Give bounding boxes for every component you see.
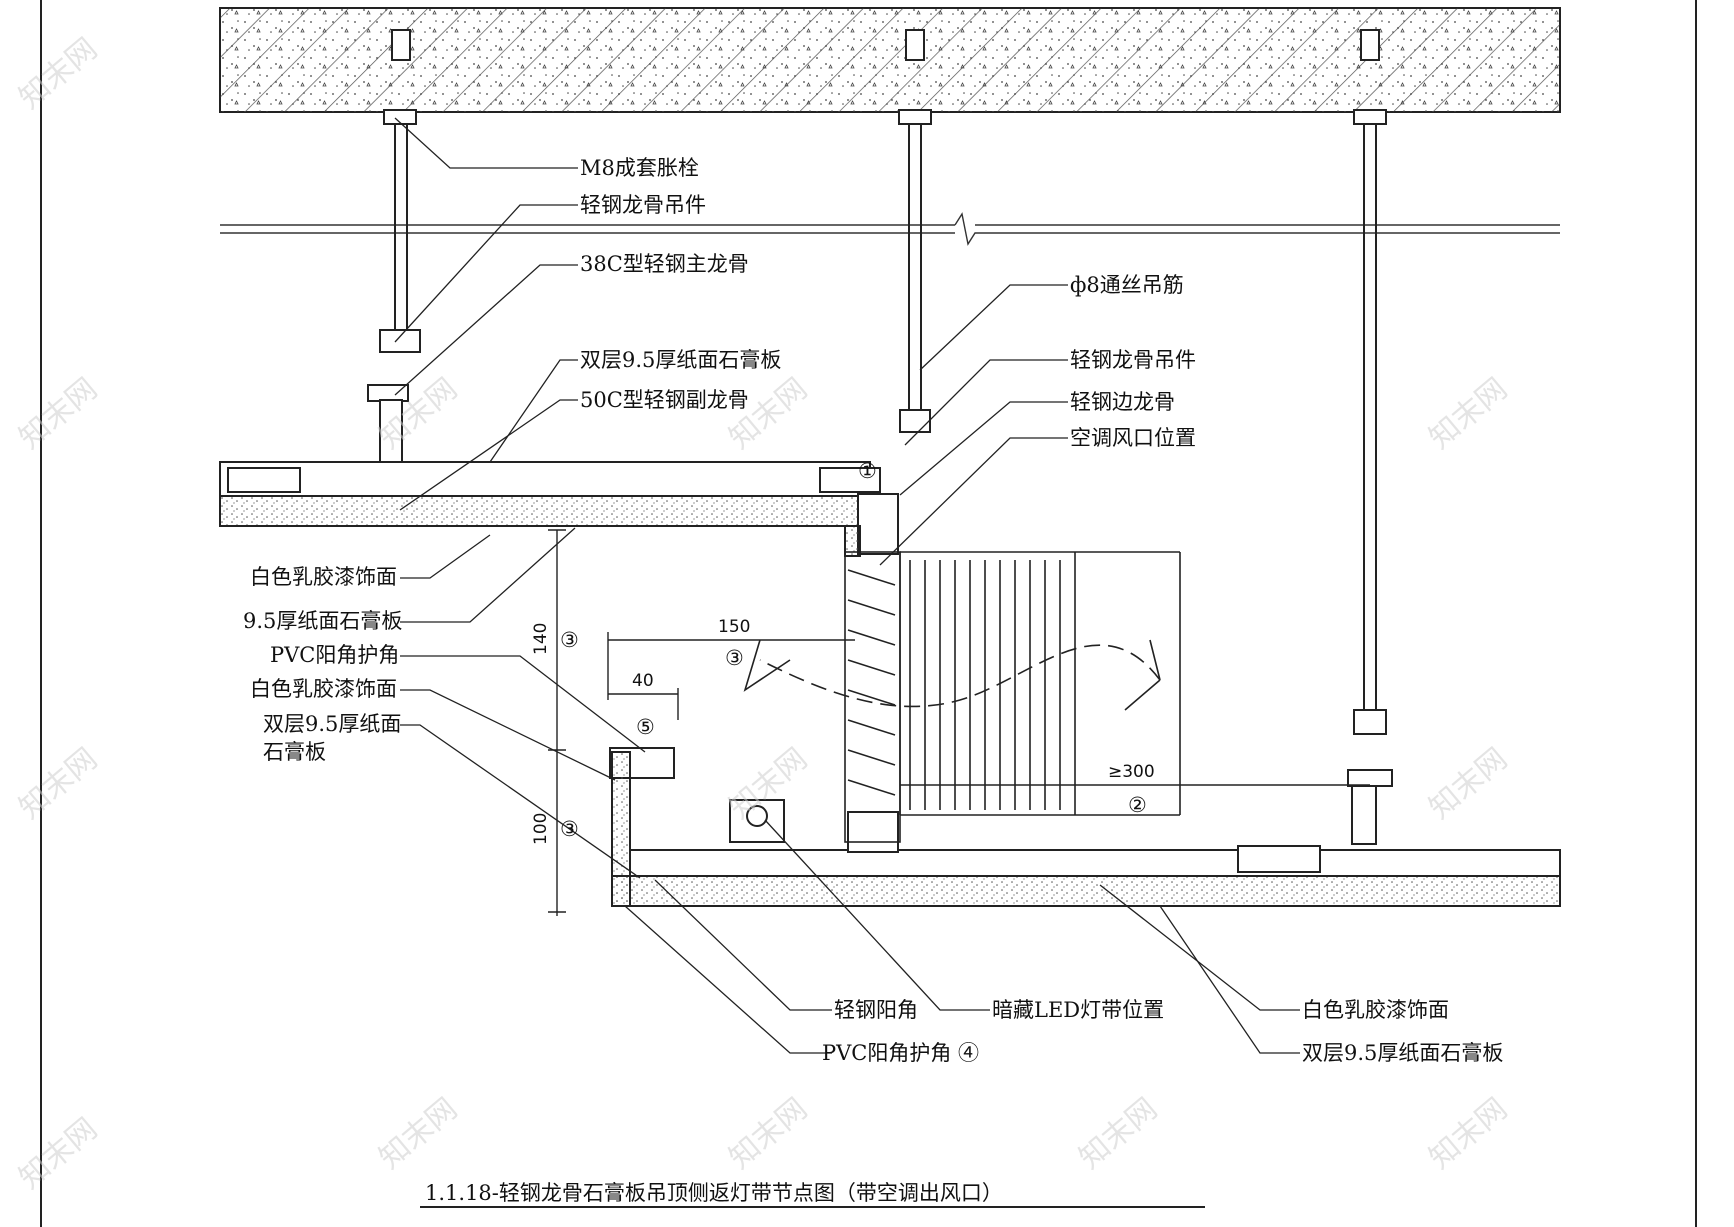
watermark: 知末网: [1073, 1091, 1164, 1176]
marker-2: ②: [1128, 793, 1147, 817]
label-steel-corner: 轻钢阳角: [834, 998, 918, 1022]
dim-100: 100: [531, 813, 551, 845]
label-double-board-l1: 双层9.5厚纸面: [263, 712, 401, 736]
watermark: 知末网: [1423, 371, 1514, 456]
label-expansion-bolt: M8成套胀栓: [580, 156, 699, 180]
label-pvc-corner-4: PVC阳角护角 ④: [822, 1041, 979, 1065]
watermark: 知末网: [13, 741, 104, 826]
watermark: 知末网: [373, 1091, 464, 1176]
label-led-position: 暗藏LED灯带位置: [992, 998, 1164, 1022]
dim-300: ≥300: [1108, 762, 1155, 782]
label-main-keel: 38C型轻钢主龙骨: [580, 252, 749, 276]
label-pvc-corner: PVC阳角护角: [270, 643, 399, 667]
hanger-rods: [367, 29, 1393, 845]
concrete-slab: [219, 7, 1561, 113]
label-rod: ф8通丝吊筋: [1070, 273, 1184, 297]
label-double-board-l2: 石膏板: [263, 740, 326, 764]
watermark: 知末网: [13, 1111, 104, 1196]
label-latex-paint-1: 白色乳胶漆饰面: [250, 565, 397, 589]
watermark: 知末网: [13, 31, 104, 116]
dim-140: 140: [531, 623, 551, 655]
label-sub-keel: 50C型轻钢副龙骨: [580, 388, 749, 412]
label-latex-paint-2: 白色乳胶漆饰面: [250, 677, 397, 701]
watermark: 知末网: [13, 371, 104, 456]
watermark: 知末网: [1423, 741, 1514, 826]
label-ac-vent: 空调风口位置: [1070, 426, 1196, 450]
marker-5: ⑤: [636, 715, 655, 739]
marker-3b: ③: [725, 646, 744, 670]
leader-lines: [394, 117, 1300, 1054]
dim-40: 40: [632, 671, 654, 691]
upper-ceiling: [219, 461, 899, 557]
label-board-9-5: 9.5厚纸面石膏板: [243, 609, 402, 633]
break-line: [220, 212, 1560, 246]
marker-3a: ③: [560, 628, 579, 652]
label-hanger-upper: 轻钢龙骨吊件: [580, 193, 706, 217]
label-latex-paint-3: 白色乳胶漆饰面: [1302, 998, 1449, 1022]
drawing-title: 1.1.18-轻钢龙骨石膏板吊顶侧返灯带节点图（带空调出风口）: [425, 1181, 1003, 1205]
watermark: 知末网: [723, 371, 814, 456]
label-double-board: 双层9.5厚纸面石膏板: [580, 348, 781, 372]
dim-150: 150: [718, 617, 750, 637]
watermark: 知末网: [1423, 1091, 1514, 1176]
light-trough: [609, 747, 1561, 907]
label-double-board-3: 双层9.5厚纸面石膏板: [1302, 1041, 1503, 1065]
marker-1: ①: [858, 459, 877, 483]
dimension-lines: [548, 529, 1370, 916]
marker-3c: ③: [560, 817, 579, 841]
watermark: 知末网: [723, 1091, 814, 1176]
label-edge-keel: 轻钢边龙骨: [1070, 390, 1175, 414]
label-hanger: 轻钢龙骨吊件: [1070, 348, 1196, 372]
ac-vent: [743, 551, 1181, 843]
